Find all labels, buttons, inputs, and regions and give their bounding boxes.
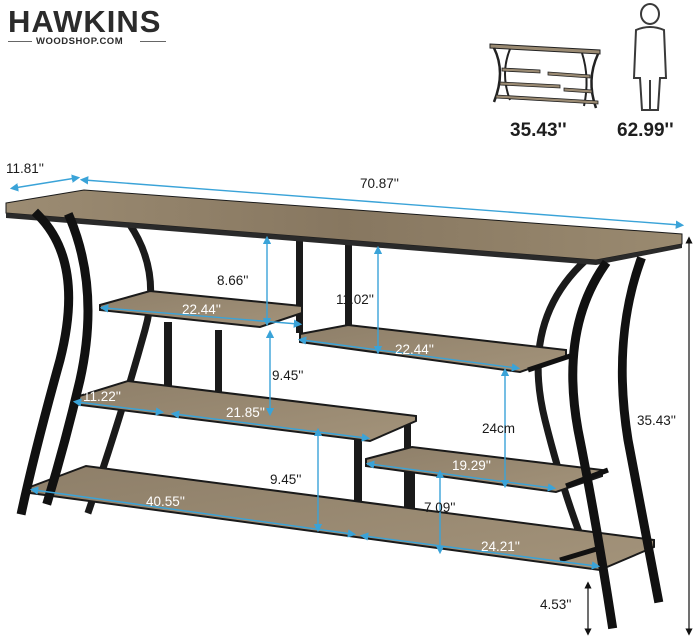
- table-height-label: 35.43'': [510, 120, 567, 141]
- dimension-lines-black: [584, 236, 693, 636]
- person-silhouette-icon: [632, 3, 668, 111]
- bottom-left-shelf-label: 40.55'': [146, 494, 185, 509]
- dimension-lines: [9, 174, 685, 570]
- table-frame-back: [84, 217, 595, 565]
- bottom-right-shelf-label: 24.21'': [481, 539, 520, 554]
- person-height-label: 62.99'': [617, 120, 674, 141]
- height-label: 35.43'': [637, 413, 676, 428]
- logo-rule-left: [8, 41, 32, 42]
- step-shelf-label: 19.29'': [452, 458, 491, 473]
- logo-rule-right: [140, 41, 166, 42]
- table-frame-front: [16, 208, 664, 630]
- brand-site: WOODSHOP.COM: [36, 36, 124, 47]
- width-label: 70.87'': [360, 176, 399, 191]
- lower-gap-label: 9.45'': [270, 472, 302, 487]
- top-gap-right-label: 11.02'': [336, 292, 374, 307]
- upper-left-shelf-label: 22.44'': [182, 302, 221, 317]
- top-gap-left-label: 8.66'': [217, 273, 249, 288]
- mini-table-icon: [489, 43, 601, 109]
- middle-small-shelf-label: 11.22'': [83, 389, 121, 404]
- side-gap-label: 24cm: [482, 421, 516, 436]
- floor-clearance-label: 4.53'': [540, 597, 572, 612]
- brand-logo: HAWKINS: [8, 4, 162, 39]
- table-top: [5, 189, 683, 265]
- step-gap-label: 7.09'': [424, 500, 456, 515]
- depth-label: 11.81'': [6, 161, 44, 176]
- table-shelves: [29, 289, 655, 572]
- upper-right-shelf-label: 22.44'': [395, 342, 434, 357]
- middle-long-shelf-label: 21.85'': [226, 405, 265, 420]
- middle-gap-label: 9.45'': [272, 368, 304, 383]
